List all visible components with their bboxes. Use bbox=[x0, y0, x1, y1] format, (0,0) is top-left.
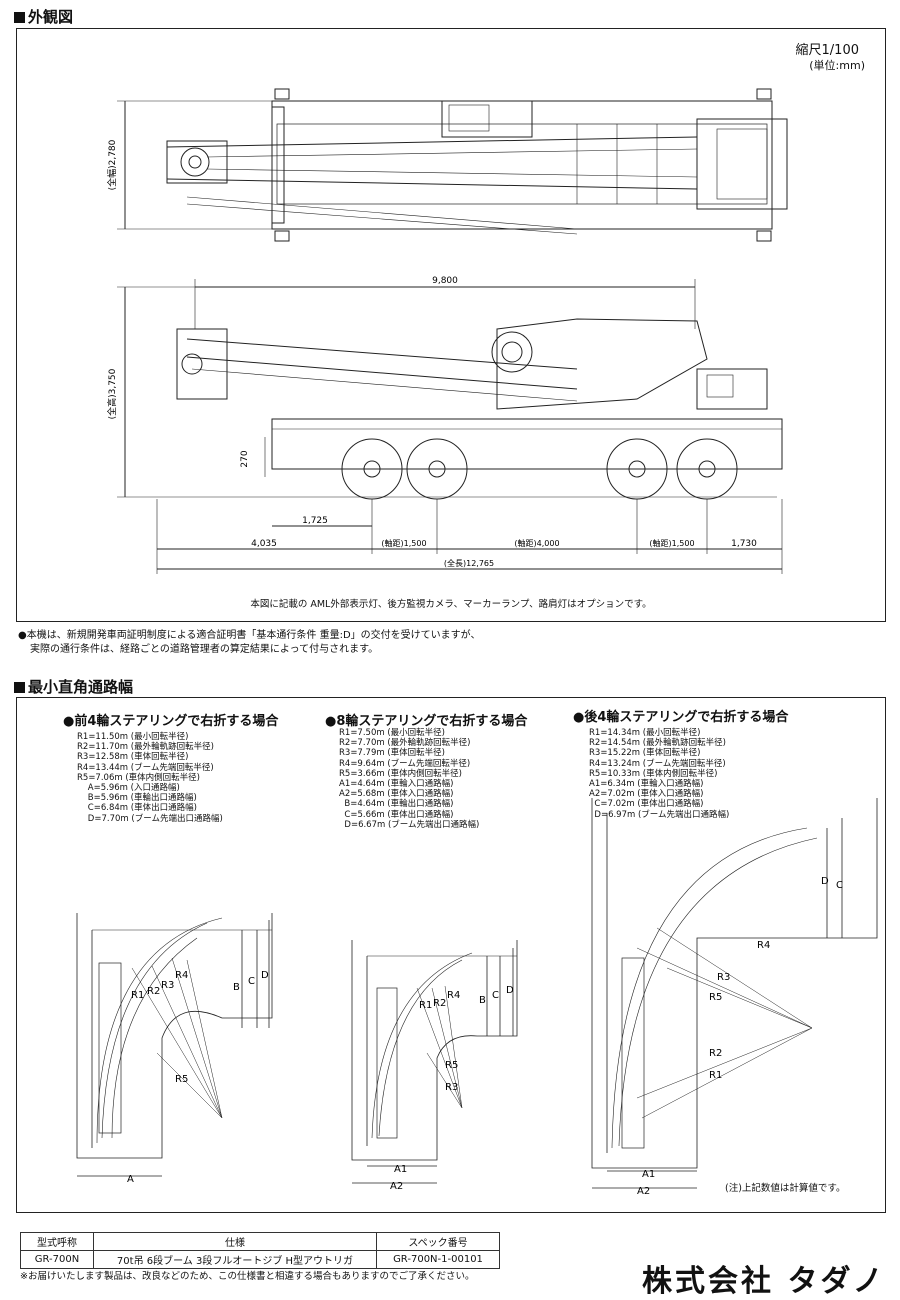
section-title-text: 最小直角通路幅 bbox=[28, 678, 134, 696]
height-dim-label: (全高)3,750 bbox=[106, 368, 118, 419]
width-dim-label: (全幅)2,780 bbox=[106, 139, 118, 190]
cert-note-line2: 実際の通行条件は、経路ごとの道路管理者の算定結果によって付与されます。 bbox=[30, 644, 379, 655]
diagram-8wheel-steer bbox=[351, 940, 518, 1184]
case2-title: ●8輪ステアリングで右折する場合 bbox=[325, 714, 528, 729]
d2-label-R5: R5 bbox=[445, 1060, 458, 1071]
cell-spec: 70t吊 6段ブーム 3段フルオートジブ H型アウトリガ bbox=[93, 1250, 377, 1269]
d2-label-R4: R4 bbox=[447, 990, 460, 1001]
bullet-square-icon bbox=[14, 682, 25, 693]
d1-label-D: D bbox=[261, 970, 269, 981]
d2-label-B: B bbox=[479, 995, 486, 1006]
spec-table-row: GR-700N 70t吊 6段ブーム 3段フルオートジブ H型アウトリガ GR-… bbox=[20, 1250, 500, 1269]
d3-label-R4: R4 bbox=[757, 940, 770, 951]
case1-specs: R1=11.50m (最小回転半径) R2=11.70m (最外輪軌跡回転半径)… bbox=[77, 732, 223, 824]
d1-label-A: A bbox=[127, 1174, 134, 1185]
d2-label-A1: A1 bbox=[394, 1164, 407, 1175]
case2-specs: R1=7.50m (最小回転半径) R2=7.70m (最外輪軌跡回転半径) R… bbox=[339, 728, 480, 830]
diagram-rear-steer bbox=[591, 798, 878, 1189]
cell-model: GR-700N bbox=[20, 1250, 94, 1269]
d1-label-R4: R4 bbox=[175, 970, 188, 981]
dim-axle-1500-b: (軸距)1,500 bbox=[649, 538, 694, 548]
disclaimer: ※お届けいたします製品は、改良などのため、この仕様書と相違する場合もありますので… bbox=[20, 1271, 475, 1282]
dim-4035: 4,035 bbox=[251, 539, 277, 549]
d1-label-R5: R5 bbox=[175, 1074, 188, 1085]
d3-label-R2: R2 bbox=[709, 1048, 722, 1059]
d2-label-R3: R3 bbox=[445, 1082, 458, 1093]
boom-dim-label: 9,800 bbox=[432, 276, 458, 286]
spec-table-header: 型式呼称 仕様 スペック番号 bbox=[20, 1232, 500, 1251]
d2-label-D: D bbox=[506, 985, 514, 996]
scale-label: 縮尺1/100 bbox=[795, 43, 859, 58]
d3-label-C: C bbox=[836, 880, 843, 891]
d3-label-R1: R1 bbox=[709, 1070, 722, 1081]
d1-label-R2: R2 bbox=[147, 986, 160, 997]
d2-label-R2: R2 bbox=[433, 998, 446, 1009]
crane-drawings: (全幅)2,780 bbox=[106, 88, 788, 574]
d3-label-R3: R3 bbox=[717, 972, 730, 983]
header-model: 型式呼称 bbox=[20, 1232, 94, 1251]
cell-spec-number: GR-700N-1-00101 bbox=[376, 1250, 500, 1269]
calc-footnote: (注)上記数値は計算値です。 bbox=[725, 1183, 846, 1194]
bullet-square-icon bbox=[14, 12, 25, 23]
d3-label-A1: A1 bbox=[642, 1169, 655, 1180]
d2-label-A2: A2 bbox=[390, 1181, 403, 1192]
dim-total-length: (全長)12,765 bbox=[444, 558, 494, 568]
crane-side-view bbox=[117, 279, 783, 574]
ground-dim-label: 270 bbox=[240, 450, 250, 467]
case3-specs: R1=14.34m (最小回転半径) R2=14.54m (最外輪軌跡回転半径)… bbox=[589, 728, 730, 820]
header-spec: 仕様 bbox=[93, 1232, 377, 1251]
d3-label-R5: R5 bbox=[709, 992, 722, 1003]
cert-note-line1: ●本機は、新規開発車両証明制度による適合証明書「基本通行条件 重量:D」の交付を… bbox=[18, 630, 481, 641]
section-title-text: 外観図 bbox=[28, 8, 74, 26]
exterior-drawing-frame: 縮尺1/100 (単位:mm) bbox=[16, 28, 886, 622]
d3-label-A2: A2 bbox=[637, 1186, 650, 1197]
diagram-front-steer bbox=[76, 913, 273, 1177]
spec-table: 型式呼称 仕様 スペック番号 GR-700N 70t吊 6段ブーム 3段フルオー… bbox=[20, 1232, 500, 1269]
d1-label-R1: R1 bbox=[131, 990, 144, 1001]
dim-axle-1500-a: (軸距)1,500 bbox=[381, 538, 426, 548]
section-title-turning: 最小直角通路幅 bbox=[14, 676, 133, 697]
case3-title: ●後4輪ステアリングで右折する場合 bbox=[573, 710, 789, 725]
d3-label-D: D bbox=[821, 876, 829, 887]
dim-1725: 1,725 bbox=[302, 516, 328, 526]
d1-label-R3: R3 bbox=[161, 980, 174, 991]
dim-1730: 1,730 bbox=[731, 539, 757, 549]
unit-label: (単位:mm) bbox=[809, 59, 865, 72]
d2-label-C: C bbox=[492, 990, 499, 1001]
crane-top-view bbox=[117, 88, 788, 242]
drawing-caption: 本図に記載の AML外部表示灯、後方監視カメラ、マーカーランプ、路肩灯はオプショ… bbox=[250, 599, 652, 610]
turning-width-frame: ●前4輪ステアリングで右折する場合 R1=11.50m (最小回転半径) R2=… bbox=[16, 697, 886, 1213]
company-logo: 株式会社 タダノ bbox=[642, 1264, 886, 1299]
d1-label-C: C bbox=[248, 976, 255, 987]
case1-title: ●前4輪ステアリングで右折する場合 bbox=[63, 714, 279, 729]
turning-diagrams: A B C D R1 R2 R3 R4 R5 A1 A2 B bbox=[76, 798, 878, 1197]
section-title-exterior: 外観図 bbox=[14, 6, 73, 27]
dim-axle-4000: (軸距)4,000 bbox=[514, 538, 559, 548]
d2-label-R1: R1 bbox=[419, 1000, 432, 1011]
d1-label-B: B bbox=[233, 982, 240, 993]
header-spec-number: スペック番号 bbox=[376, 1232, 500, 1251]
